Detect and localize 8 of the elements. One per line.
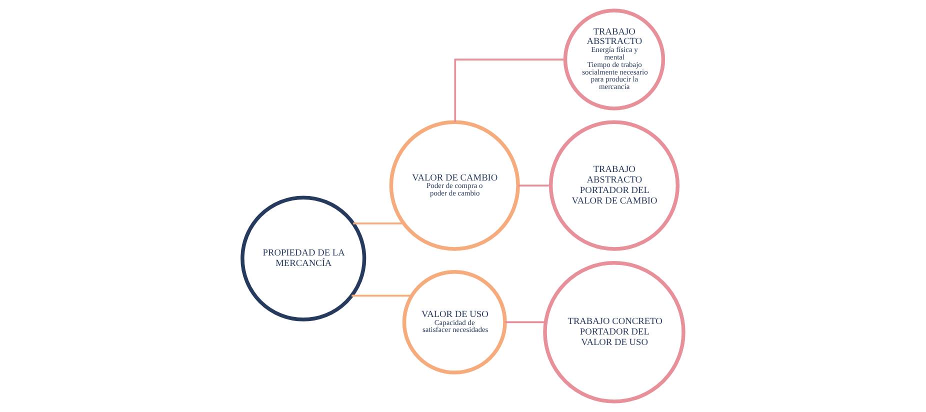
connector [352, 294, 412, 297]
connector [505, 321, 546, 324]
connector [353, 222, 404, 224]
connector [518, 184, 551, 186]
connector [454, 58, 566, 122]
node-circle: TRABAJO CONCRETO PORTADOR DEL VALOR DE USO [543, 261, 686, 404]
node-circle: PROPIEDAD DE LA MERCANCÍA [240, 196, 366, 322]
node-circle: TRABAJO ABSTRACTO PORTADOR DEL VALOR DE CAMBIO [548, 120, 680, 251]
